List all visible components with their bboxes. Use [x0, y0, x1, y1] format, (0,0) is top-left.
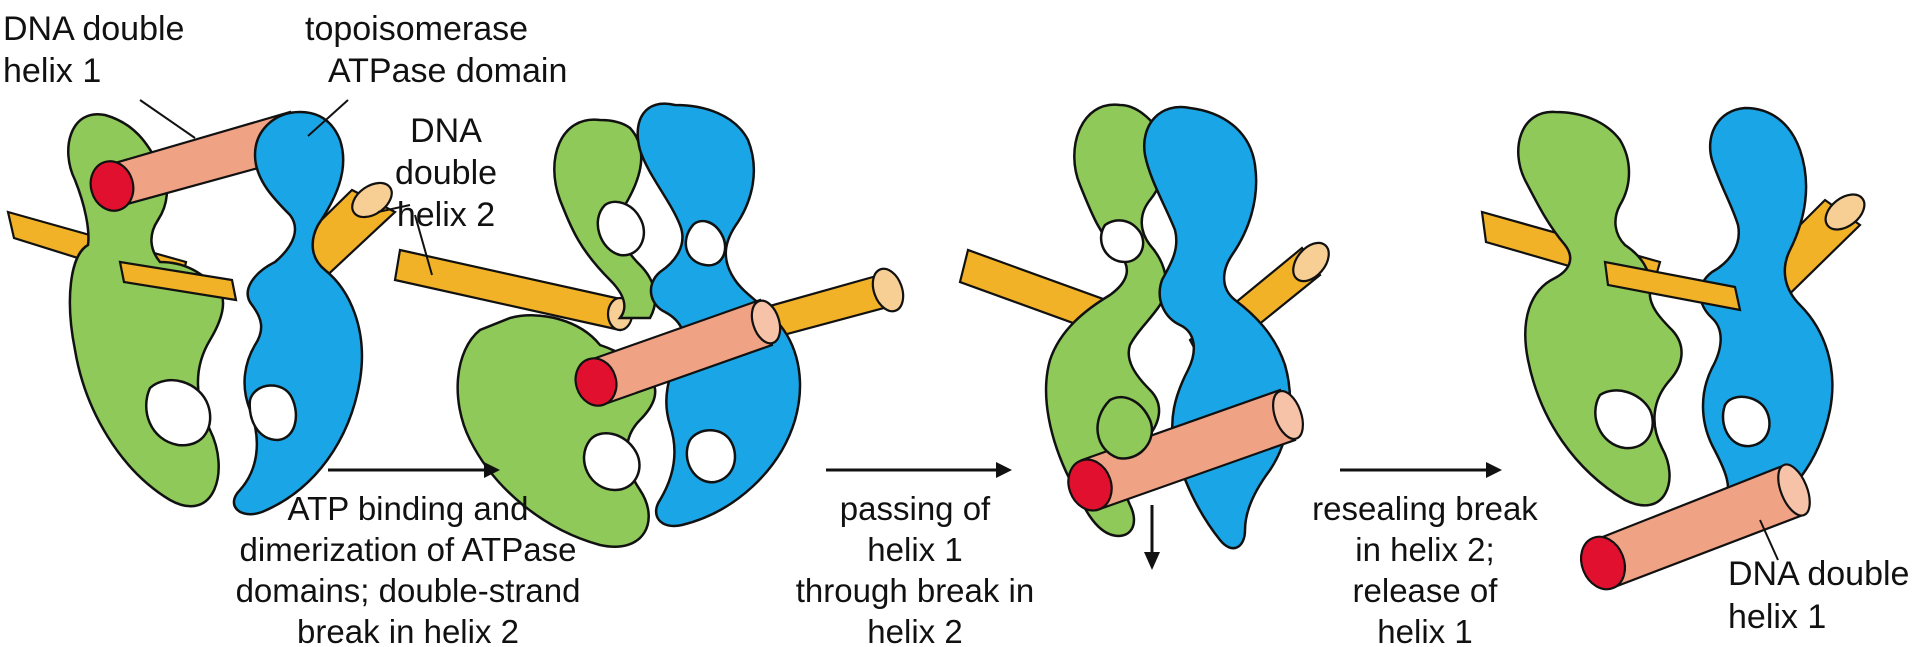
label-line: helix 1 — [3, 52, 101, 90]
caption-line: domains; double-strand — [236, 572, 581, 609]
green-subunit — [1518, 112, 1681, 505]
step-arrow-2 — [826, 462, 1012, 478]
caption-line: break in helix 2 — [297, 613, 519, 647]
label-line: double — [395, 154, 497, 192]
step-caption-1: ATP binding and dimerization of ATPase d… — [236, 490, 581, 647]
caption-line: helix 2 — [867, 613, 962, 647]
label-dna-helix1-bottom: DNA double helix 1 — [1728, 555, 1909, 636]
label-line: helix 2 — [397, 196, 495, 234]
label-line: ATPase domain — [328, 52, 567, 90]
step-caption-3: resealing break in helix 2; release of h… — [1312, 490, 1538, 647]
label-dna-helix2: DNA double helix 2 — [395, 112, 497, 234]
label-line: helix 1 — [1728, 598, 1826, 636]
step-arrow-3 — [1340, 462, 1502, 478]
panel-1-enzyme — [8, 109, 398, 514]
caption-line: dimerization of ATPase — [240, 531, 577, 568]
caption-line: release of — [1353, 572, 1499, 609]
label-line: topoisomerase — [305, 10, 528, 48]
label-line: DNA — [410, 112, 482, 150]
caption-line: ATP binding and — [288, 490, 529, 527]
label-dna-helix1-top: DNA double helix 1 — [3, 10, 184, 90]
step-caption-2: passing of helix 1 through break in heli… — [796, 490, 1035, 647]
label-line: DNA double — [1728, 555, 1909, 593]
caption-line: through break in — [796, 572, 1035, 609]
down-arrow — [1144, 505, 1160, 570]
label-line: DNA double — [3, 10, 184, 48]
panel-3-enzyme — [960, 105, 1336, 570]
blue-subunit — [1700, 108, 1832, 525]
label-topoisomerase: topoisomerase ATPase domain — [305, 10, 567, 90]
caption-line: helix 1 — [867, 531, 962, 568]
panel-4-enzyme — [1482, 108, 1871, 596]
blue-subunit — [234, 112, 362, 514]
caption-line: helix 1 — [1377, 613, 1472, 647]
step-arrow-1 — [328, 462, 500, 478]
caption-line: resealing break — [1312, 490, 1538, 527]
caption-line: in helix 2; — [1355, 531, 1494, 568]
caption-line: passing of — [840, 490, 991, 527]
